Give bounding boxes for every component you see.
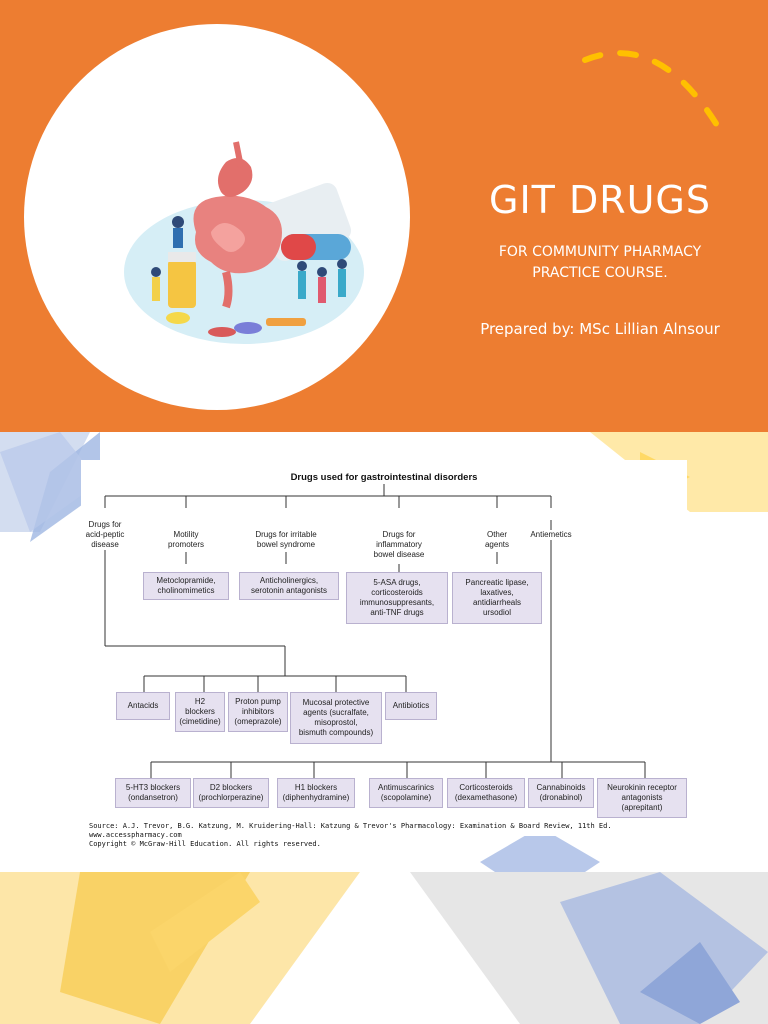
box-mucosal-protective-agents: Mucosal protective agents (sucralfate, m…: [290, 692, 382, 744]
subtitle-line-1: FOR COMMUNITY PHARMACY: [498, 244, 702, 260]
decorative-dashed-arc: [582, 50, 723, 133]
box-5ht3-blockers: 5-HT3 blockers (ondansetron): [115, 778, 191, 808]
box-corticosteroids: Corticosteroids (dexamethasone): [447, 778, 525, 808]
box-neurokinin-antagonists: Neurokinin receptor antagonists (aprepit…: [597, 778, 687, 818]
box-antacids: Antacids: [116, 692, 170, 720]
box-antibiotics: Antibiotics: [385, 692, 437, 720]
prepared-by: Prepared by: MSc Lillian Alnsour: [480, 320, 720, 338]
slide-title: GIT DRUGS: [489, 178, 711, 222]
digestive-system-illustration: [124, 141, 364, 344]
box-d2-blockers: D2 blockers (prochlorperazine): [193, 778, 269, 808]
box-other-agents: Pancreatic lipase, laxatives, antidiarrh…: [452, 572, 542, 624]
diagram-slide: Drugs used for gastrointestinal disorder…: [0, 432, 768, 1024]
category-ibs: Drugs for irritable bowel syndrome: [236, 530, 336, 550]
diagram-connector-lines: [104, 484, 646, 778]
category-ibd: Drugs for inflammatory bowel disease: [359, 530, 439, 560]
category-other: Other agents: [472, 530, 522, 550]
box-h2-blockers: H2 blockers (cimetidine): [175, 692, 225, 732]
decorative-diamond-shapes: [0, 432, 768, 1024]
box-ibs-drugs: Anticholinergics, serotonin antagonists: [239, 572, 339, 600]
category-antiemetics: Antiemetics: [521, 530, 581, 540]
diagram-title: Drugs used for gastrointestinal disorder…: [290, 472, 478, 483]
box-proton-pump-inhibitors: Proton pump inhibitors (omeprazole): [228, 692, 288, 732]
box-h1-blockers: H1 blockers (diphenhydramine): [277, 778, 355, 808]
slide-subtitle: FOR COMMUNITY PHARMACY PRACTICE COURSE.: [440, 242, 760, 284]
illustration-circle: [24, 24, 410, 410]
box-antimuscarinics: Antimuscarinics (scopolamine): [369, 778, 443, 808]
subtitle-line-2: PRACTICE COURSE.: [532, 265, 668, 281]
gi-drugs-diagram: Drugs used for gastrointestinal disorder…: [75, 460, 687, 848]
box-motility-drugs: Metoclopramide, cholinomimetics: [143, 572, 229, 600]
source-citation: Source: A.J. Trevor, B.G. Katzung, M. Kr…: [89, 822, 612, 848]
category-motility: Motility promoters: [156, 530, 216, 550]
box-ibd-drugs: 5-ASA drugs, corticosteroids immunosuppr…: [346, 572, 448, 624]
category-acid-peptic: Drugs for acid-peptic disease: [75, 520, 135, 550]
title-slide: GIT DRUGS FOR COMMUNITY PHARMACY PRACTIC…: [0, 0, 768, 432]
box-cannabinoids: Cannabinoids (dronabinol): [528, 778, 594, 808]
